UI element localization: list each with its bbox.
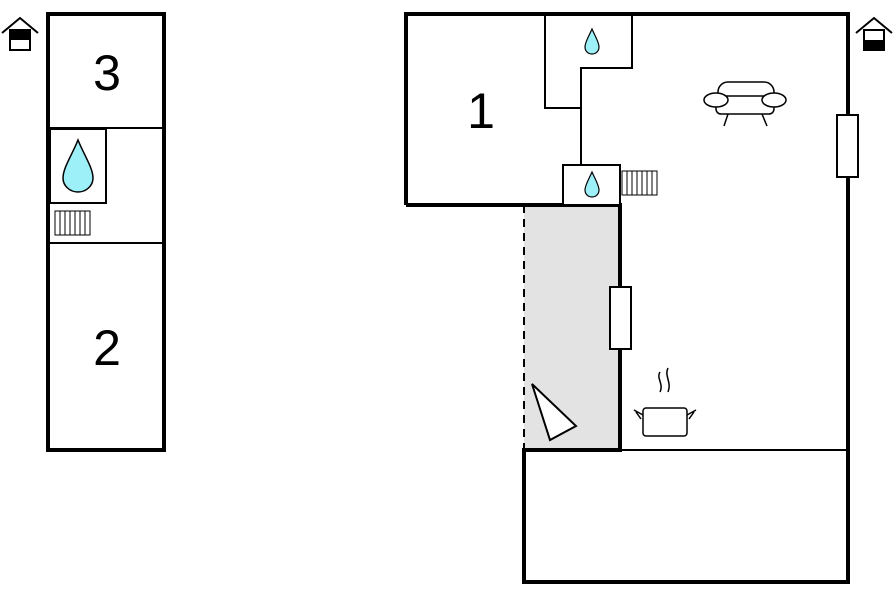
water-drop-icon bbox=[584, 170, 600, 198]
water-drop-icon bbox=[584, 27, 600, 55]
entrance-arrow-icon bbox=[531, 383, 578, 442]
radiator-icon bbox=[621, 170, 658, 196]
house-floor-upper-icon bbox=[1, 16, 39, 51]
sofa-icon bbox=[703, 81, 787, 127]
water-drop-icon bbox=[62, 137, 94, 193]
room-2-label: 2 bbox=[93, 320, 121, 376]
house-floor-lower-icon bbox=[855, 16, 893, 51]
room-1-label: 1 bbox=[467, 83, 495, 139]
terrace-area bbox=[524, 205, 620, 450]
window-icon bbox=[836, 114, 859, 178]
room-3-label: 3 bbox=[93, 45, 121, 101]
radiator-icon bbox=[54, 210, 91, 236]
cooking-pot-icon bbox=[633, 367, 697, 437]
window-icon bbox=[609, 286, 632, 350]
